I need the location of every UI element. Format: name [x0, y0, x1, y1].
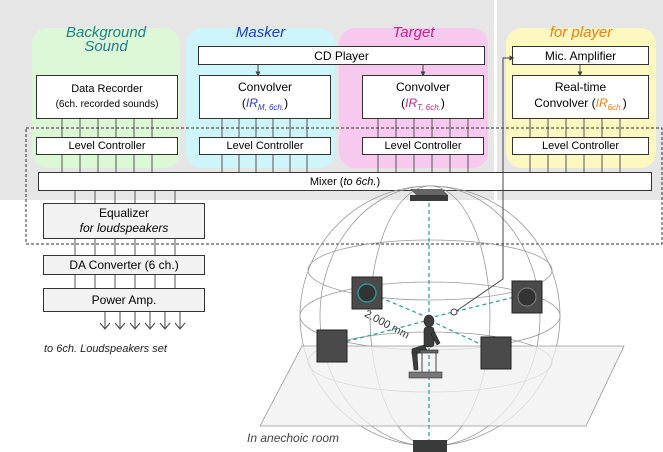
loudspeaker-top — [410, 189, 448, 201]
equalizer-sublabel: for loudspeakers — [79, 221, 169, 235]
level-controller-player: Level Controller — [512, 137, 649, 155]
masker-convolver-box: Convolver (IRM, 6ch.) — [199, 75, 331, 119]
microphone-icon — [450, 308, 458, 316]
target-convolver-label: Convolver — [395, 79, 451, 94]
loudspeaker-front-right — [511, 280, 543, 314]
level-controller-background: Level Controller — [36, 137, 178, 155]
data-recorder-sublabel: (6ch. recorded sounds) — [55, 99, 159, 110]
cd-player-connectors — [255, 65, 426, 77]
player-ir-label: Convolver (IR6ch.) — [534, 95, 627, 112]
masker-title: Masker — [235, 24, 286, 41]
level-controller-masker: Level Controller — [199, 137, 331, 155]
mic-feed-line — [451, 55, 515, 315]
panel-divider — [494, 0, 497, 200]
player-title: for player — [549, 24, 613, 41]
loudspeakers-caption: to 6ch. Loudspeakers set — [44, 343, 167, 355]
cd-player-box: CD Player — [198, 46, 485, 65]
background-sound-title: Background Sound — [65, 24, 147, 55]
realtime-convolver-box: Real-time Convolver (IR6ch.) — [512, 75, 649, 119]
power-amp-box: Power Amp. — [43, 288, 205, 312]
data-recorder-box: Data Recorder (6ch. recorded sounds) — [36, 75, 178, 119]
loudspeaker-rear-left — [316, 329, 348, 363]
loudspeaker-output-arrows — [99, 312, 186, 330]
room-caption: In anechoic room — [247, 431, 340, 445]
channel-lines-player — [529, 65, 621, 172]
channel-lines-target — [377, 119, 469, 172]
equalizer-label: Equalizer — [98, 206, 150, 220]
masker-convolver-label: Convolver — [237, 79, 293, 94]
processing-dashed-outline — [25, 127, 663, 245]
da-converter-box: DA Converter (6 ch.) — [43, 255, 205, 275]
data-recorder-label: Data Recorder — [71, 83, 143, 95]
target-title: Target — [392, 24, 435, 41]
mixer-box: Mixer (to 6ch.) — [38, 172, 652, 191]
target-ir-label: (IRT, 6ch.) — [401, 95, 445, 112]
loudspeaker-bottom — [413, 440, 447, 452]
target-convolver-box: Convolver (IRT, 6ch.) — [362, 75, 484, 119]
listener-figure — [408, 314, 443, 379]
loudspeaker-rear-right — [480, 336, 512, 370]
channel-lines-masker — [221, 119, 308, 172]
loudspeaker-front-left — [351, 276, 383, 310]
realtime-convolver-label: Real-time — [554, 79, 607, 94]
output-channel-lines — [74, 191, 176, 288]
level-controller-target: Level Controller — [362, 137, 484, 155]
speaker-rays — [332, 196, 528, 446]
mic-amplifier-box: Mic. Amplifier — [512, 46, 649, 65]
equalizer-box: Equalizer for loudspeakers — [43, 203, 205, 239]
channel-lines-background — [61, 119, 153, 172]
floor-plane — [259, 345, 625, 427]
masker-ir-label: (IRM, 6ch.) — [241, 95, 289, 112]
